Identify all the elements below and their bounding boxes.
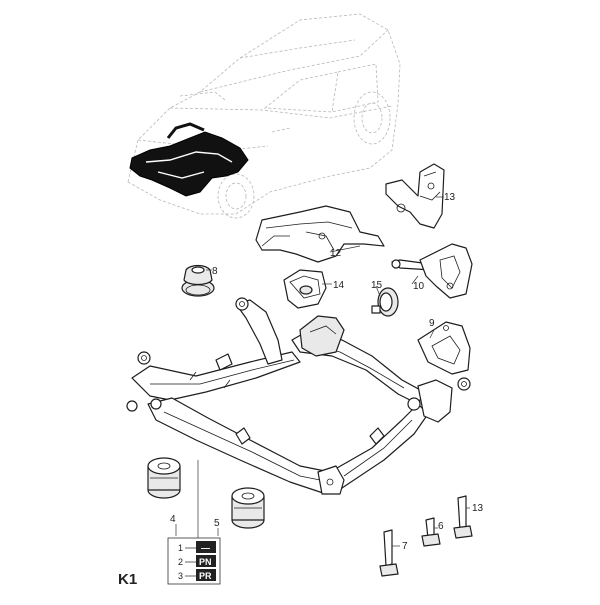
part-mount-14[interactable] [283,269,327,309]
part-cover-11[interactable] [255,205,385,263]
callout-15: 15 [371,280,383,291]
callout-12: 13 [444,192,456,203]
variant-row-2-code: PN [199,557,212,567]
callout-8: 8 [212,266,218,277]
part-link-10[interactable] [391,243,473,299]
variant-row-2-number: 2 [178,557,183,567]
callout-7: 7 [402,541,408,552]
variant-row-3-badge [196,569,216,581]
variant-row-1-number: 1 [178,543,183,553]
part-bushing-5[interactable] [231,487,265,529]
callout-4: 4 [170,514,176,525]
part-bushing-15[interactable] [371,287,399,317]
callout-5: 5 [214,518,220,529]
callout-10: 10 [413,281,425,292]
part-bolt-13[interactable] [453,495,473,539]
section-label: K1 [118,571,137,588]
part-bolt-6[interactable] [421,517,441,547]
variant-row-1-code: — [201,543,210,553]
part-bushing-4[interactable] [147,457,181,499]
variant-row-3-number: 3 [178,571,183,581]
part-bracket-12[interactable] [385,163,445,229]
part-bracket-9[interactable] [417,321,471,375]
callout-11: 12 [330,248,342,259]
part-bolt-7[interactable] [379,529,399,577]
variant-row-3-code: PR [199,571,212,581]
callout-9: 9 [429,318,435,329]
callout-13: 13 [472,503,484,514]
variant-row-2-badge [196,555,216,567]
callout-6: 6 [438,521,444,532]
subframe-cradle[interactable] [126,297,471,495]
variant-row-1-badge [196,541,216,553]
callout-14: 14 [333,280,345,291]
subframe-location-inset [129,122,249,197]
variant-table: 1 2 3 — PN PR [167,537,221,585]
